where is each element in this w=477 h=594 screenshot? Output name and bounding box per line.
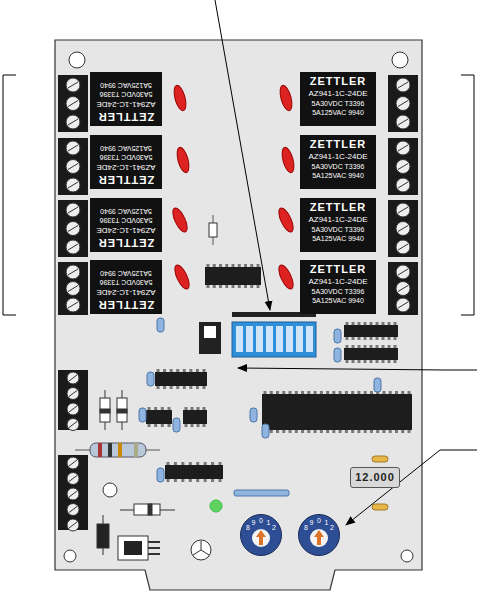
relay: ZETTLERAZ941-1C-24DE5A30VDC T33965A125VA…: [90, 260, 162, 314]
relay-marking: AZ941-1C-24DE: [92, 99, 160, 110]
voltage-regulator: [118, 536, 160, 560]
relay-marking: AZ941-1C-24DE: [302, 276, 374, 287]
dip-switch: [232, 322, 316, 357]
relay-marking: ZETTLER: [302, 75, 374, 88]
relay-marking: 5A125VAC 9940: [302, 234, 374, 243]
relay-marking: AZ941-1C-24DE: [302, 88, 374, 99]
dial-digit: 1: [323, 519, 331, 526]
relay: ZETTLERAZ941-1C-24DE5A30VDC T33965A125VA…: [300, 72, 376, 126]
relay: ZETTLERAZ941-1C-24DE5A30VDC T33965A125VA…: [90, 72, 162, 126]
terminal-blocks: [58, 75, 418, 531]
relay: ZETTLERAZ941-1C-24DE5A30VDC T33965A125VA…: [300, 260, 376, 314]
crystal: 12.000: [350, 467, 400, 488]
relay-leds: [170, 84, 296, 291]
relay-marking: 5A125VAC 9940: [92, 269, 160, 278]
relay: ZETTLERAZ941-1C-24DE5A30VDC T33965A125VA…: [300, 135, 376, 189]
relay-marking: 5A30VDC T3396: [302, 99, 374, 108]
transistors: [103, 483, 211, 560]
capacitors: [139, 318, 381, 496]
mounting-holes: [64, 52, 413, 562]
relay-marking: 5A125VAC 9940: [302, 296, 374, 305]
relay-marking: 5A125VAC 9940: [92, 207, 160, 216]
rotary-switch: 89012: [298, 514, 340, 556]
relay: ZETTLERAZ941-1C-24DE5A30VDC T33965A125VA…: [90, 135, 162, 189]
relay-marking: ZETTLER: [302, 201, 374, 214]
relay: ZETTLERAZ941-1C-24DE5A30VDC T33965A125VA…: [300, 198, 376, 252]
relay: ZETTLERAZ941-1C-24DE5A30VDC T33965A125VA…: [90, 198, 162, 252]
relay-marking: 5A30VDC T3396: [92, 216, 160, 225]
resistor: [75, 443, 160, 457]
relay-marking: 5A125VAC 9940: [92, 144, 160, 153]
relay-marking: 5A125VAC 9940: [302, 171, 374, 180]
dial-digit: 9: [308, 519, 316, 526]
slide-switch: [199, 322, 221, 354]
relay-marking: 5A30VDC T3396: [92, 90, 160, 99]
relay-marking: ZETTLER: [302, 263, 374, 276]
circuit-board: [55, 40, 422, 590]
relay-marking: 5A30VDC T3396: [302, 162, 374, 171]
dial-digit: 1: [265, 519, 273, 526]
dial-digit: 0: [315, 517, 323, 524]
relay-marking: ZETTLER: [92, 173, 160, 186]
relay-marking: 5A30VDC T3396: [302, 225, 374, 234]
relay-marking: ZETTLER: [92, 236, 160, 249]
rotary-switch: 89012: [240, 514, 282, 556]
leader-lines: [215, 0, 477, 525]
dial-digit: 8: [302, 524, 310, 531]
relay-marking: ZETTLER: [92, 298, 160, 311]
relay-marking: 5A125VAC 9940: [302, 108, 374, 117]
relay-marking: 5A30VDC T3396: [92, 278, 160, 287]
diodes: [97, 390, 175, 555]
dial-digit: 0: [257, 517, 265, 524]
brackets: [3, 75, 474, 315]
relay-marking: AZ941-1C-24DE: [302, 214, 374, 225]
status-led: [210, 500, 222, 512]
relay-marking: 5A125VAC 9940: [92, 81, 160, 90]
dial-digit: 2: [270, 524, 278, 531]
dial-digit: 2: [328, 524, 336, 531]
relay-marking: ZETTLER: [302, 138, 374, 151]
dial-digit: 8: [244, 524, 252, 531]
relay-marking: AZ941-1C-24DE: [302, 151, 374, 162]
relay-marking: ZETTLER: [92, 110, 160, 123]
relay-marking: AZ941-1C-24DE: [92, 225, 160, 236]
resistor-small: [209, 215, 217, 245]
relay-marking: 5A30VDC T3396: [92, 153, 160, 162]
crystal-label: 12.000: [353, 471, 397, 484]
dial-digit: 9: [250, 519, 258, 526]
relay-marking: AZ941-1C-24DE: [92, 162, 160, 173]
relay-marking: 5A30VDC T3396: [302, 287, 374, 296]
relay-marking: AZ941-1C-24DE: [92, 287, 160, 298]
